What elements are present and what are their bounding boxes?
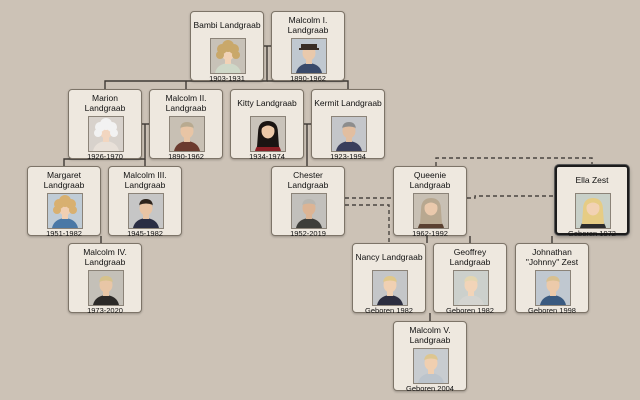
person-portrait [88,116,124,152]
family-link-line [63,124,146,166]
partner-link-line [435,157,593,166]
person-portrait [250,116,286,152]
person-dates: 1952-2019 [290,229,326,238]
person-name: Bambi Landgraab [193,19,261,30]
person-dates: Geboren 1982 [446,306,494,315]
person-dates: 1903-1931 [209,74,245,83]
person-dates: Geboren 1972 [568,229,616,238]
person-portrait [128,193,164,229]
person-dates: 1973-2020 [87,306,123,315]
family-link-line [267,80,349,89]
person-name: Marion Landgraab [84,92,126,114]
person-name: Chester Landgraab [287,169,329,191]
person-card-bambi[interactable]: Bambi Landgraab 1903-1931 [190,11,264,83]
person-portrait [291,193,327,229]
person-card-malcolm2[interactable]: Malcolm II. Landgraab 1890-1962 [149,89,223,161]
person-portrait [210,38,246,74]
person-portrait [453,270,489,306]
person-name: Ella Zest [575,174,609,185]
person-portrait [413,193,449,229]
person-card-margaret[interactable]: Margaret Landgraab 1951-1982 [27,166,101,238]
person-card-kitty[interactable]: Kitty Landgraab 1934-1974 [230,89,304,161]
person-dates: 1923-1994 [330,152,366,161]
person-card-chester[interactable]: Chester Landgraab 1952-2019 [271,166,345,238]
person-name: Malcolm IV. Landgraab [83,246,127,268]
person-dates: 1934-1974 [249,152,285,161]
person-dates: Geboren 1982 [365,306,413,315]
person-dates: 1890-1962 [290,74,326,83]
person-name: Margaret Landgraab [43,169,85,191]
person-card-kermit[interactable]: Kermit Landgraab 1923-1994 [311,89,385,161]
person-name: Johnathan "Johnny" Zest [525,246,579,268]
person-card-queenie[interactable]: Queenie Landgraab 1962-1992 [393,166,467,238]
person-card-malcolm3[interactable]: Malcolm III. Landgraab 1945-1982 [108,166,182,238]
person-name: Kitty Landgraab [237,97,297,108]
partner-link-line [467,195,555,199]
person-card-malcolm1[interactable]: Malcolm I. Landgraab 1890-1962 [271,11,345,83]
person-card-malcolm4[interactable]: Malcolm IV. Landgraab 1973-2020 [68,243,142,315]
person-portrait [169,116,205,152]
partner-link-line [345,204,390,243]
person-portrait [413,348,449,384]
person-dates: 1926-1970 [87,152,123,161]
person-portrait [88,270,124,306]
person-name: Malcolm III. Landgraab [123,169,167,191]
person-card-marion[interactable]: Marion Landgraab 1926-1970 [68,89,142,161]
person-dates: 1951-1982 [46,229,82,238]
person-portrait [535,270,571,306]
person-name: Malcolm II. Landgraab [165,92,207,114]
person-portrait [291,38,327,74]
person-portrait [331,116,367,152]
person-dates: Geboren 1998 [528,306,576,315]
person-name: Malcolm V. Landgraab [409,324,451,346]
person-name: Geoffrey Landgraab [449,246,491,268]
person-portrait [575,193,611,229]
person-dates: Geboren 2004 [406,384,454,393]
person-name: Kermit Landgraab [314,97,382,108]
person-name: Queenie Landgraab [409,169,451,191]
person-name: Malcolm I. Landgraab [287,14,329,36]
person-dates: 1945-1982 [127,229,163,238]
person-portrait [372,270,408,306]
person-name: Nancy Landgraab [355,251,423,262]
person-portrait [47,193,83,229]
person-dates: 1890-1962 [168,152,204,161]
person-dates: 1962-1992 [412,229,448,238]
